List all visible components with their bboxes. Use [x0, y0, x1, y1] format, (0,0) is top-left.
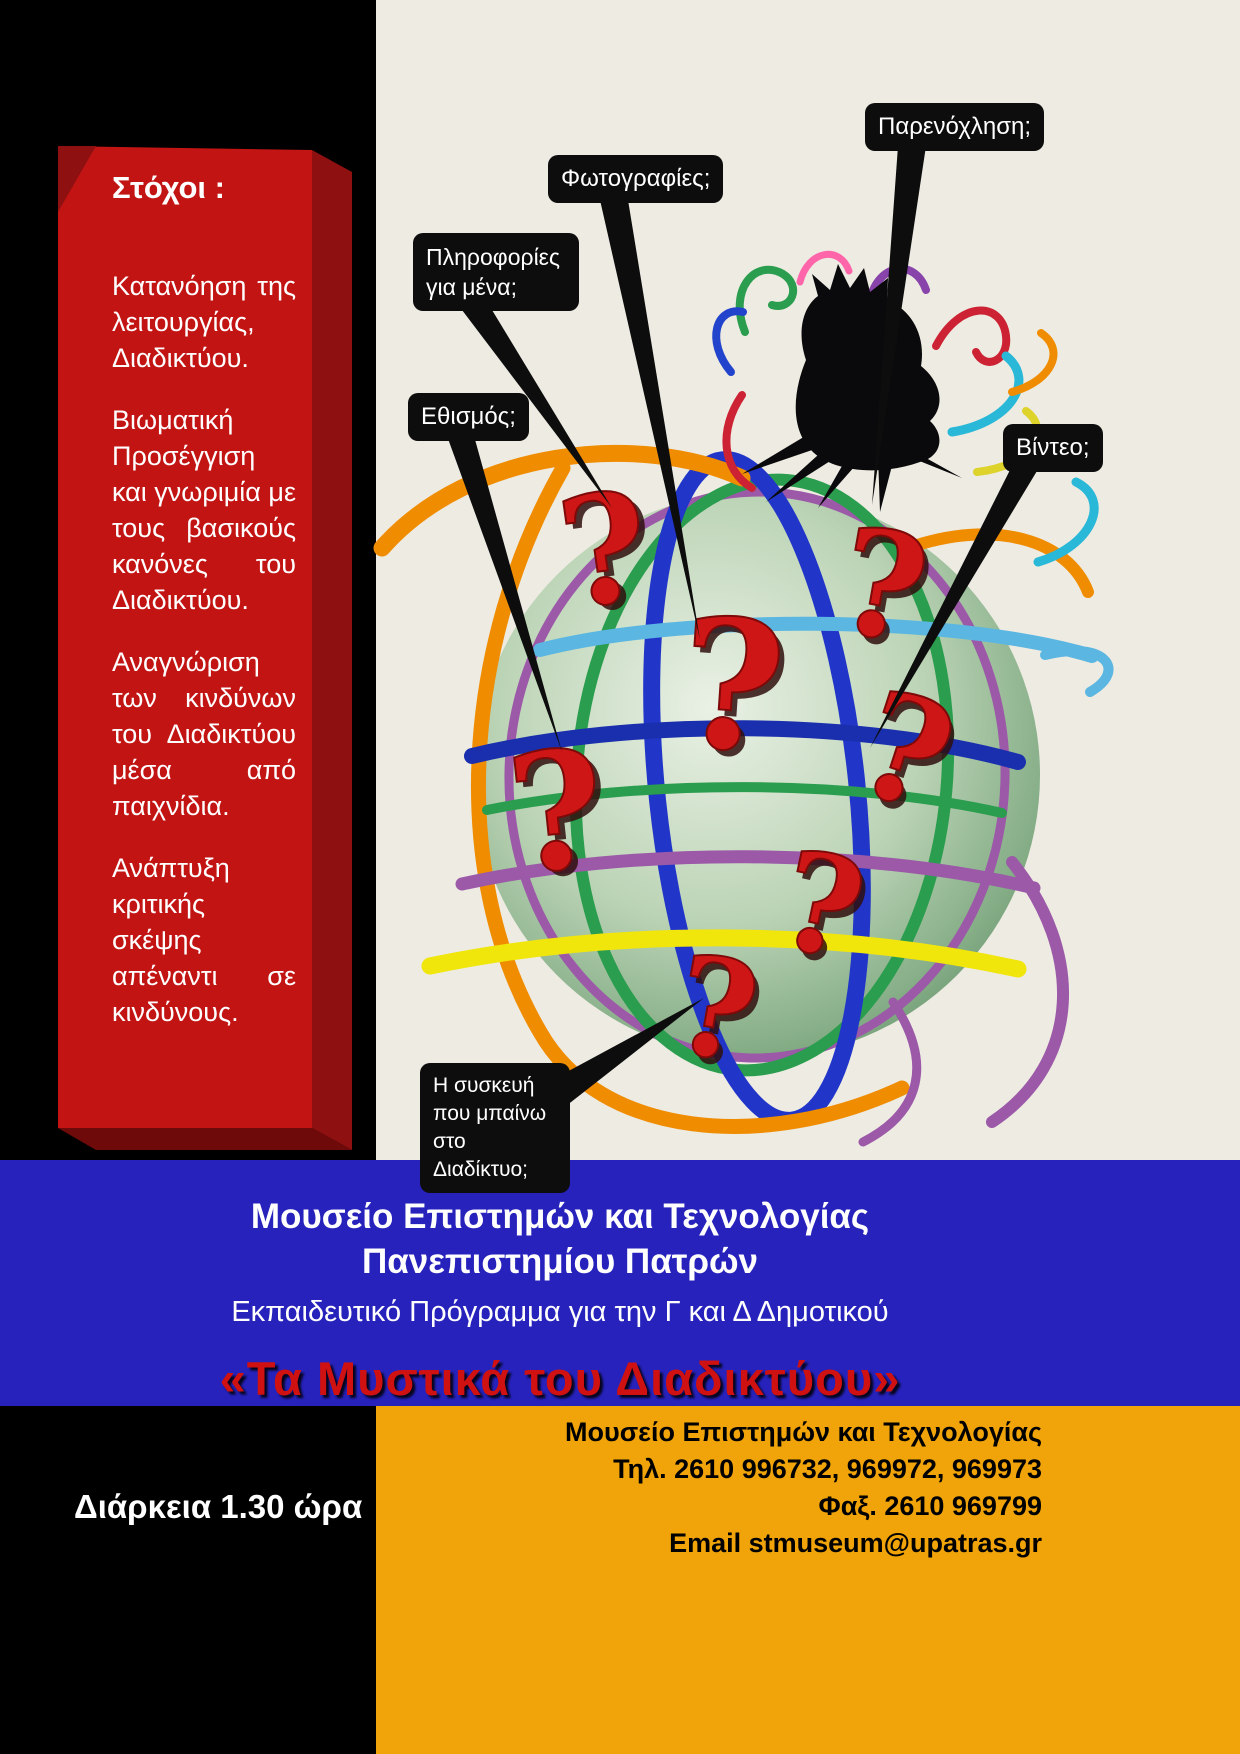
orbit-ribbons — [373, 444, 1114, 1147]
tail-addiction — [447, 436, 562, 752]
tentacle-curls — [712, 250, 1099, 567]
banner-museum-line2: Πανεπιστημίου Πατρών — [361, 1242, 759, 1281]
blue-band-background — [0, 1160, 1240, 1406]
contact-block: Μουσείο Επιστημών και Τεχνολογίας Τηλ. 2… — [376, 1414, 1240, 1562]
tail-harassment — [872, 146, 926, 505]
svg-text:?: ? — [507, 718, 621, 917]
svg-text:?: ? — [500, 713, 614, 912]
callout-tails — [447, 146, 1040, 1106]
goal-paragraph: Αναγνώριση των κινδύνων του Διαδικτύου μ… — [112, 647, 296, 821]
callout-addiction: Εθισμός; — [408, 393, 529, 441]
contact-line: Τηλ. 2610 996732, 969972, 969973 — [613, 1454, 1042, 1484]
tail-device — [552, 998, 704, 1106]
tail-video — [870, 466, 1040, 748]
svg-text:?: ? — [679, 584, 798, 800]
goal-paragraph: Βιωματική Προσέγγιση και γνωριμία με του… — [112, 405, 296, 615]
octopus-creature — [742, 264, 962, 512]
callout-personal-info: Πληροφορίες για μένα; — [413, 233, 579, 311]
goal-paragraph: Ανάπτυξη κριτικής σκέψης απέναντι σε κιν… — [112, 853, 296, 1027]
banner-museum-line1: Μουσείο Επιστημών και Τεχνολογίας — [250, 1197, 870, 1236]
program-title: «Τα Μυστικά του Διαδικτύου» — [219, 1352, 901, 1405]
duration-label: Διάρκεια 1.30 ώρα — [74, 1488, 363, 1525]
callout-harassment: Παρενόχληση; — [865, 103, 1045, 151]
contact-line: Μουσείο Επιστημών και Τεχνολογίας — [565, 1417, 1042, 1447]
goal-paragraph: Κατανόηση της λειτουργίας, Διαδικτύου. — [112, 271, 296, 373]
contact-line: Φαξ. 2610 969799 — [818, 1491, 1042, 1521]
goals-heading: Στόχοι : — [112, 170, 225, 205]
callout-device: Η συσκευή που μπαίνω στο Διαδίκτυο; — [420, 1063, 570, 1193]
contact-line: Email stmuseum@upatras.gr — [669, 1528, 1042, 1558]
orange-band-background — [376, 1406, 1240, 1754]
banner: Μουσείο Επιστημών και Τεχνολογίας Πανεπι… — [0, 1160, 1240, 1406]
goals-panel-shape — [58, 146, 352, 1150]
tail-photos — [600, 200, 700, 640]
goals-panel: Στόχοι : Κατανόηση της λειτουργίας, Διαδ… — [58, 170, 312, 1056]
callout-video: Βίντεο; — [1003, 424, 1103, 472]
callout-photos: Φωτογραφίες; — [548, 155, 724, 203]
tail-personal-info — [462, 310, 612, 508]
svg-text:?: ? — [673, 578, 792, 794]
program-subtitle: Εκπαιδευτικό Πρόγραμμα για την Γ και Δ Δ… — [231, 1296, 889, 1328]
